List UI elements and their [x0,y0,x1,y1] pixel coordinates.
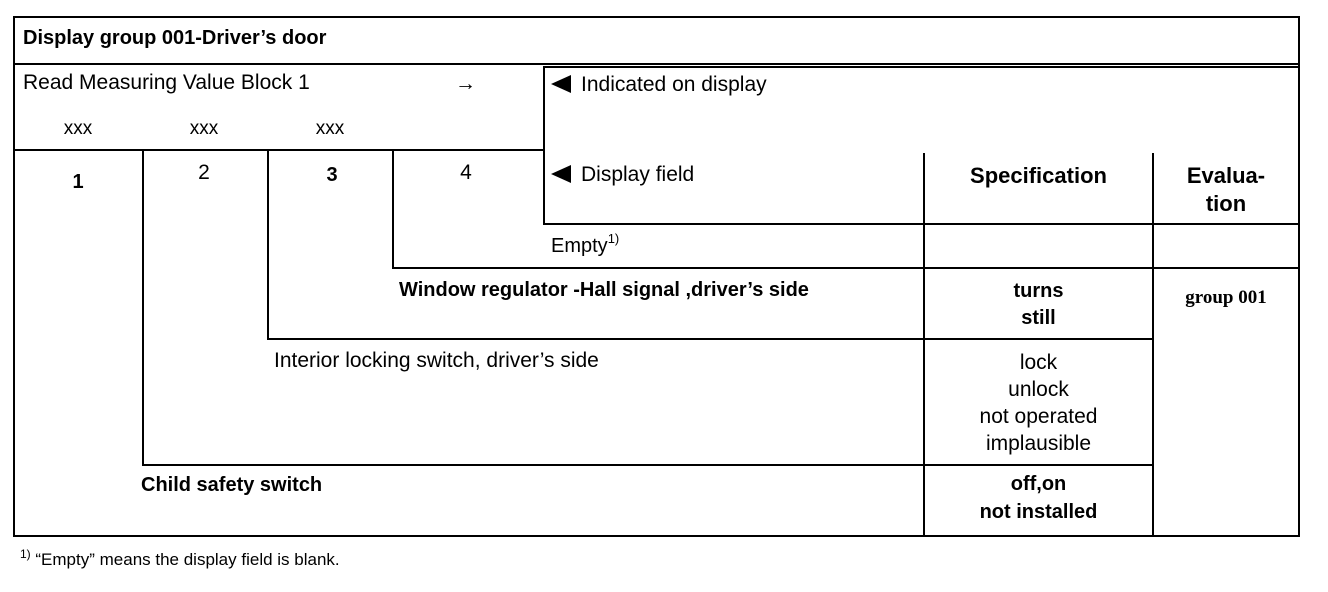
row-hall-label: Window regulator -Hall signal ,driver’s … [399,279,809,301]
evaluation-heading-line1: Evalua- [1186,163,1266,188]
page-title: Display group 001-Driver’s door [23,27,327,49]
row-hall-spec-1: turns [1013,280,1064,302]
row-locking-spec-1: lock [1019,351,1058,374]
col4-bracket [392,149,394,269]
table-border-right [1298,16,1300,537]
pointer-left-icon [551,165,571,183]
evaluation-heading-line2: tion [1205,191,1247,216]
header-divider-2 [545,66,1300,68]
placeholder-1: xxx [63,118,93,139]
indicated-on-display: Indicated on display [551,73,767,97]
column-number-1: 1 [72,171,84,193]
specification-heading: Specification [970,163,1107,188]
eval-column-left [1152,153,1154,537]
footnote-mark: 1) [20,547,31,561]
measuring-block-label: Read Measuring Value Block 1 [23,71,310,94]
spec-column-left [923,153,925,537]
col2-bracket [142,149,144,466]
placeholder-2: xxx [189,118,219,139]
footnote: 1) “Empty” means the display field is bl… [20,548,340,572]
row-hall-spec-2: still [1021,307,1056,329]
row-locking-bottom [142,464,1154,466]
column-number-2: 2 [198,161,210,184]
col3-bracket [267,149,269,340]
measuring-block-divider [543,66,545,225]
row-empty-label: Empty [551,235,608,257]
column-number-3: 3 [326,164,338,186]
column-number-4: 4 [460,161,472,184]
table-border-top [13,16,1300,18]
table-border-bottom [13,535,1300,537]
footnote-text: “Empty” means the display field is blank… [30,550,340,569]
measuring-block-bottom [13,149,545,151]
row-child-spec-1: off,on [1010,473,1067,495]
pointer-left-icon [551,75,571,93]
indicated-label: Indicated on display [581,73,767,96]
display-field: Display field [551,163,694,187]
row-locking-spec-3: not operated [979,405,1098,428]
row-child-label: Child safety switch [141,474,323,496]
row-empty-bottom [392,267,1300,269]
row-locking-spec-4: implausible [985,432,1092,455]
row-hall-evaluation: group 001 [1185,287,1267,308]
table-border-left [13,16,15,537]
placeholder-3: xxx [315,118,345,139]
row-child-spec-2: not installed [979,501,1098,523]
row-locking-spec-2: unlock [1008,378,1069,401]
row-empty-footnote-mark: 1) [607,231,620,246]
row-locking-label: Interior locking switch, driver’s side [274,349,599,372]
arrow-right-icon: → [455,72,476,95]
header-divider [13,63,1300,65]
display-field-bottom [543,223,1300,225]
display-field-label: Display field [581,163,695,186]
row-hall-bottom [267,338,1154,340]
row-empty: Empty1) [551,231,620,258]
